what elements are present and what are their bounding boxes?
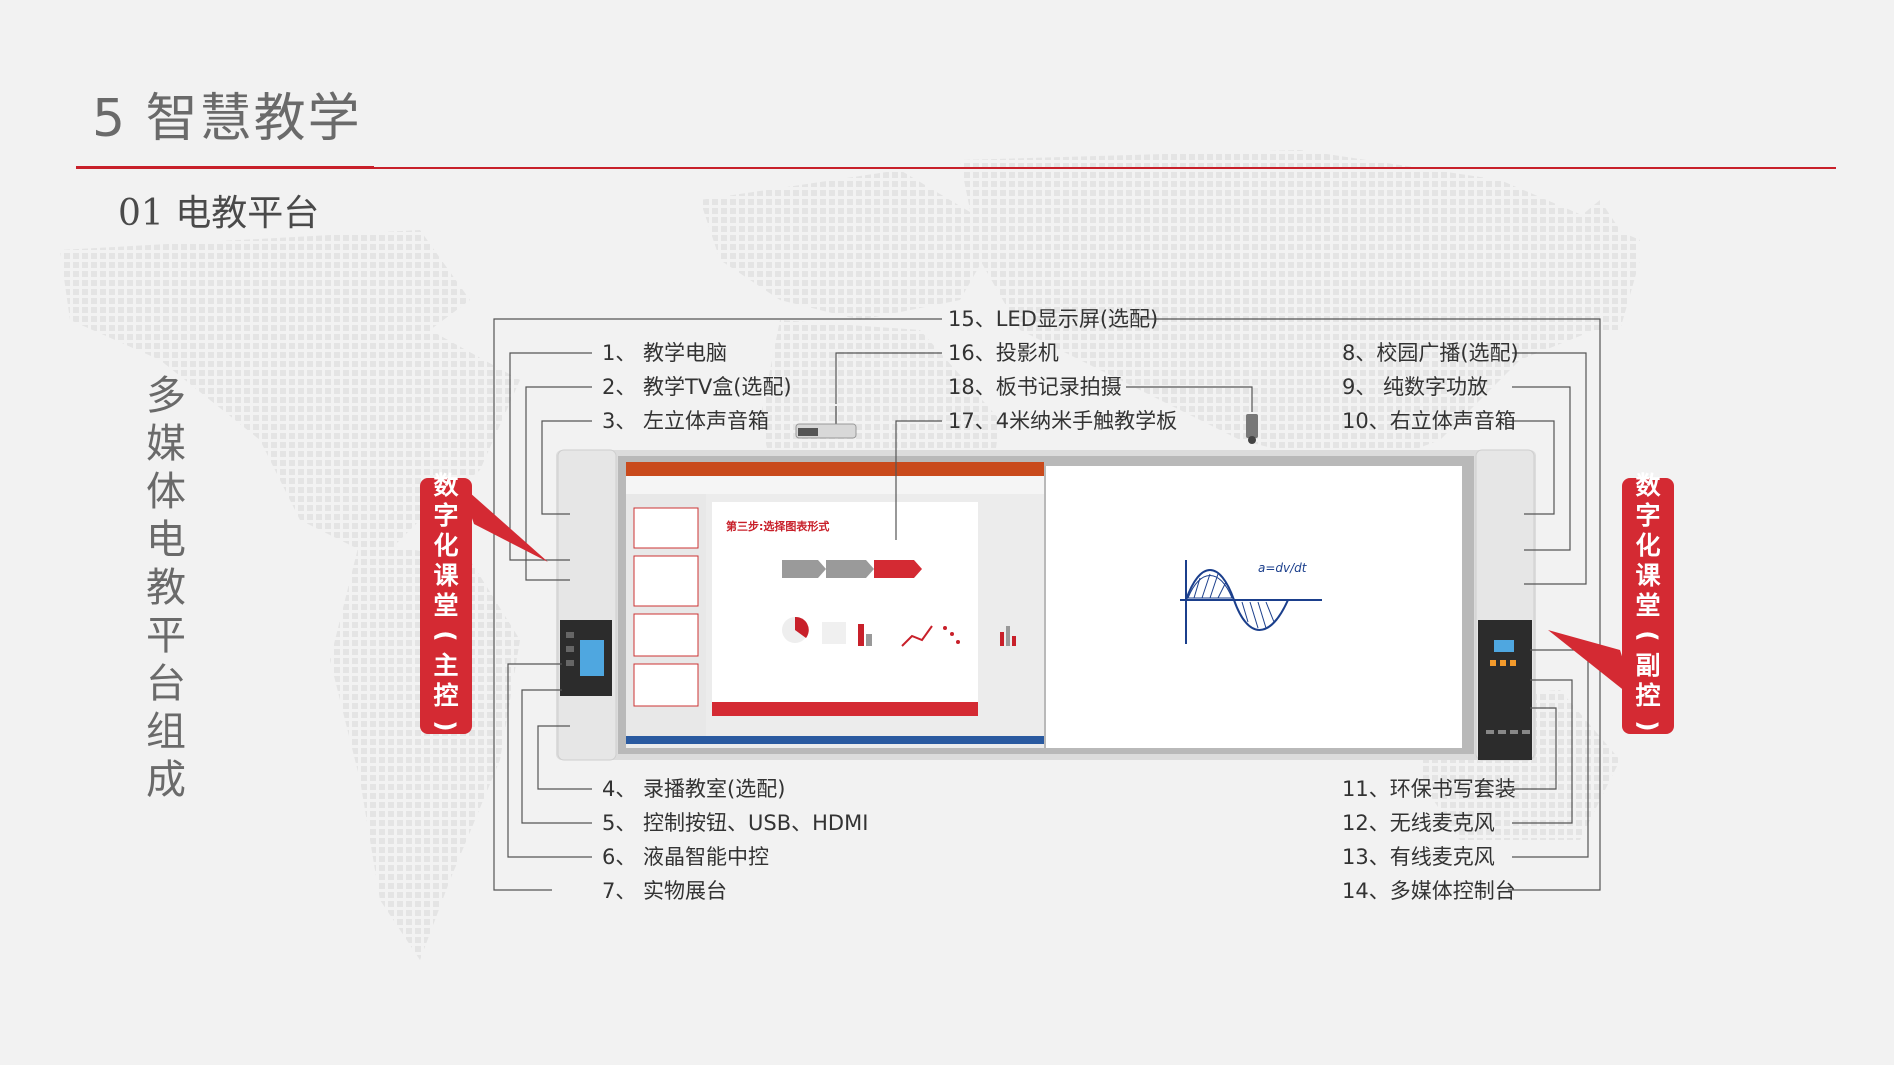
vertical-title-char: 平 <box>146 613 186 659</box>
badge-char: ( <box>432 630 461 642</box>
label-recording-classroom: 4、 录播教室(选配) <box>602 777 786 801</box>
vertical-title-char: 电 <box>146 517 186 563</box>
badge-char: 控 <box>433 681 459 710</box>
vertical-title-char: 媒 <box>146 421 186 467</box>
label-digital-amplifier: 9、 纯数字功放 <box>1342 375 1489 399</box>
badge-char: 堂 <box>433 591 459 620</box>
label-tv-box: 2、 教学TV盒(选配) <box>602 375 792 399</box>
label-lcd-controller: 6、 液晶智能中控 <box>602 845 770 869</box>
vertical-title-char: 体 <box>146 469 186 515</box>
right-badge-pointer <box>1548 630 1636 700</box>
left-speaker-console <box>557 449 617 761</box>
slide-heading: 第三步:选择图表形式 <box>726 519 829 533</box>
label-multimedia-console: 14、多媒体控制台 <box>1342 879 1516 903</box>
badge-char: ) <box>1634 720 1663 732</box>
page-title: 5 智慧教学 <box>92 89 362 149</box>
badge-char: ( <box>1634 630 1663 642</box>
label-board-camera: 18、板书记录拍摄 <box>948 375 1122 399</box>
badge-char: 副 <box>1635 651 1661 680</box>
camera-icon <box>1246 414 1258 444</box>
label-wired-mic: 13、有线麦克风 <box>1342 845 1495 869</box>
title-divider-accent <box>76 166 374 169</box>
label-document-camera: 7、 实物展台 <box>602 879 728 903</box>
section-subtitle: 01 电教平台 <box>118 193 320 234</box>
vertical-title-char: 台 <box>146 661 186 707</box>
vertical-title-char: 多 <box>146 373 186 419</box>
badge-char: 课 <box>1635 561 1661 590</box>
label-projector: 16、投影机 <box>948 341 1059 365</box>
label-teaching-computer: 1、 教学电脑 <box>602 341 728 365</box>
badge-char: 化 <box>433 531 459 560</box>
badge-char: 化 <box>1635 531 1661 560</box>
computer-screen <box>626 462 1044 744</box>
label-right-speaker: 10、右立体声音箱 <box>1342 409 1516 433</box>
vertical-title-char: 成 <box>146 757 186 803</box>
badge-char: 字 <box>1635 501 1661 530</box>
label-touch-board: 17、4米纳米手触教学板 <box>948 409 1178 433</box>
label-led-display: 15、LED显示屏(选配) <box>948 307 1159 331</box>
vertical-section-title: 多 媒 体 电 教 平 台 组 成 <box>140 372 192 804</box>
badge-char: ) <box>432 720 461 732</box>
left-badge-pointer <box>460 484 548 562</box>
vertical-title-char: 组 <box>146 709 186 755</box>
formula-text: a=dv/dt <box>1258 561 1308 575</box>
badge-char: 课 <box>433 561 459 590</box>
secondary-control-badge: 数 字 化 课 堂 ( 副 控 ) <box>1622 471 1674 734</box>
badge-char: 主 <box>433 651 459 680</box>
projector-icon <box>795 406 857 439</box>
label-writing-kit: 11、环保书写套装 <box>1342 777 1516 801</box>
label-campus-broadcast: 8、校园广播(选配) <box>1342 341 1519 365</box>
label-left-speaker: 3、 左立体声音箱 <box>602 409 770 433</box>
badge-char: 堂 <box>1635 591 1661 620</box>
badge-char: 数 <box>433 471 459 500</box>
label-control-buttons: 5、 控制按钮、USB、HDMI <box>602 811 869 835</box>
badge-char: 字 <box>433 501 459 530</box>
whiteboard-screen <box>1180 560 1322 644</box>
vertical-title-char: 教 <box>146 565 186 611</box>
badge-char: 控 <box>1635 681 1661 710</box>
badge-char: 数 <box>1635 471 1661 500</box>
title-divider <box>374 167 1836 169</box>
label-wireless-mic: 12、无线麦克风 <box>1342 811 1495 835</box>
main-control-badge: 数 字 化 课 堂 ( 主 控 ) <box>420 471 472 734</box>
right-speaker-console <box>1475 449 1535 761</box>
leader-lines <box>493 318 1601 891</box>
